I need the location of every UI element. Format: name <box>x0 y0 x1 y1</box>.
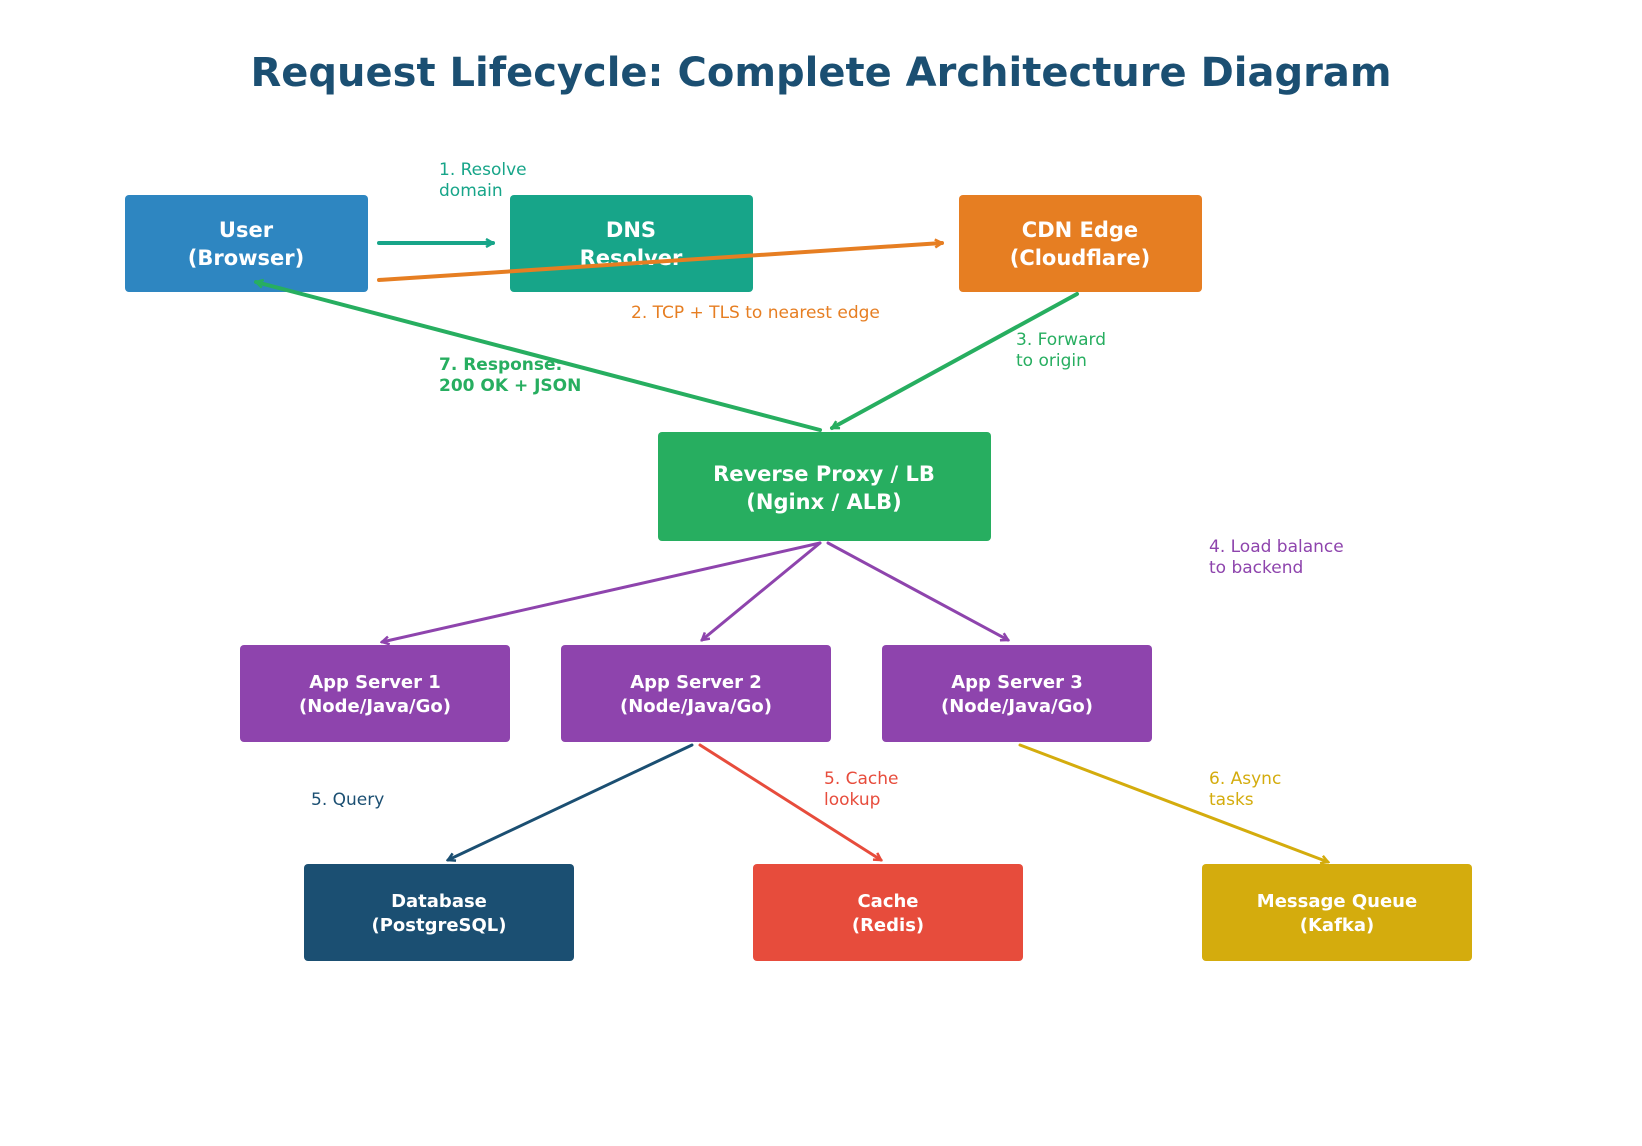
edge-label-tcp-line1: 2. TCP + TLS to nearest edge <box>631 303 880 323</box>
node-dns-label: DNS <box>606 218 656 242</box>
node-app2-sublabel: (Node/Java/Go) <box>620 696 772 717</box>
edge-label-query-line1: 5. Query <box>311 790 384 810</box>
node-app-server-1: App Server 1 (Node/Java/Go) <box>240 645 510 742</box>
node-mq-box <box>1202 864 1472 961</box>
node-database: Database (PostgreSQL) <box>304 864 574 961</box>
edge-label-loadbalance-line1: 4. Load balance <box>1209 537 1344 557</box>
node-dns-resolver: DNS Resolver <box>510 195 753 292</box>
edge-label-resolve-line2: domain <box>439 181 503 201</box>
edge-label-query: 5. Query <box>311 790 384 810</box>
edge-label-async-line2: tasks <box>1209 790 1254 810</box>
node-cdn-box <box>959 195 1202 292</box>
node-db-box <box>304 864 574 961</box>
arrow-cdn-to-proxy <box>832 292 1079 430</box>
edge-label-async-tasks: 6. Async tasks <box>1209 769 1281 810</box>
arrow-app2-to-cache <box>698 743 881 862</box>
node-reverse-proxy: Reverse Proxy / LB (Nginx / ALB) <box>658 432 991 541</box>
node-dns-box <box>510 195 753 292</box>
edge-label-response-line1: 7. Response: <box>439 355 562 375</box>
node-cdn-label: CDN Edge <box>1022 218 1138 242</box>
node-user-label: User <box>219 218 274 242</box>
node-mq-label: Message Queue <box>1257 891 1417 912</box>
edge-label-response: 7. Response: 200 OK + JSON <box>439 355 581 396</box>
node-mq-sublabel: (Kafka) <box>1300 915 1375 936</box>
node-user-box <box>125 195 368 292</box>
arrow-app2-to-database <box>448 743 694 860</box>
node-app1-label: App Server 1 <box>309 672 441 693</box>
edge-label-cache-lookup: 5. Cache lookup <box>824 769 899 810</box>
node-app-server-3: App Server 3 (Node/Java/Go) <box>882 645 1152 742</box>
node-user: User (Browser) <box>125 195 368 292</box>
node-cache-box <box>753 864 1023 961</box>
arrow-proxy-to-app3 <box>826 541 1008 642</box>
node-proxy-label: Reverse Proxy / LB <box>713 462 935 486</box>
edge-label-forward-line1: 3. Forward <box>1016 330 1106 350</box>
node-cdn-sublabel: (Cloudflare) <box>1010 246 1151 270</box>
edge-label-cachelookup-line1: 5. Cache <box>824 769 899 789</box>
node-proxy-sublabel: (Nginx / ALB) <box>746 490 901 514</box>
edge-label-tcp-tls: 2. TCP + TLS to nearest edge <box>631 303 880 323</box>
edge-label-loadbalance-line2: to backend <box>1209 558 1303 578</box>
arrow-proxy-to-app1 <box>382 541 822 642</box>
node-app1-box <box>240 645 510 742</box>
edge-label-forward-line2: to origin <box>1016 351 1087 371</box>
edge-label-cachelookup-line2: lookup <box>824 790 880 810</box>
edge-label-load-balance: 4. Load balance to backend <box>1209 537 1344 578</box>
arrow-user-to-cdn <box>377 243 942 282</box>
node-app3-label: App Server 3 <box>951 672 1083 693</box>
node-db-sublabel: (PostgreSQL) <box>371 915 506 936</box>
edge-label-forward-to-origin: 3. Forward to origin <box>1016 330 1106 371</box>
diagram-title: Request Lifecycle: Complete Architecture… <box>250 50 1391 96</box>
node-app-server-2: App Server 2 (Node/Java/Go) <box>561 645 831 742</box>
node-message-queue: Message Queue (Kafka) <box>1202 864 1472 961</box>
node-user-sublabel: (Browser) <box>188 246 304 270</box>
edge-label-resolve-line1: 1. Resolve <box>439 160 527 180</box>
node-proxy-box <box>658 432 991 541</box>
node-cache-label: Cache <box>857 891 918 912</box>
node-cdn-edge: CDN Edge (Cloudflare) <box>959 195 1202 292</box>
node-cache-sublabel: (Redis) <box>852 915 924 936</box>
edge-label-resolve-domain: 1. Resolve domain <box>439 160 527 201</box>
node-cache: Cache (Redis) <box>753 864 1023 961</box>
node-app3-sublabel: (Node/Java/Go) <box>941 696 1093 717</box>
node-app2-box <box>561 645 831 742</box>
node-app2-label: App Server 2 <box>630 672 762 693</box>
node-app1-sublabel: (Node/Java/Go) <box>299 696 451 717</box>
edge-label-async-line1: 6. Async <box>1209 769 1281 789</box>
node-db-label: Database <box>391 891 487 912</box>
node-app3-box <box>882 645 1152 742</box>
arrow-proxy-response-to-user <box>256 282 822 432</box>
arrow-proxy-to-app2 <box>702 541 822 640</box>
edge-label-response-line2: 200 OK + JSON <box>439 376 581 396</box>
arrow-app3-to-message-queue <box>1018 743 1328 862</box>
